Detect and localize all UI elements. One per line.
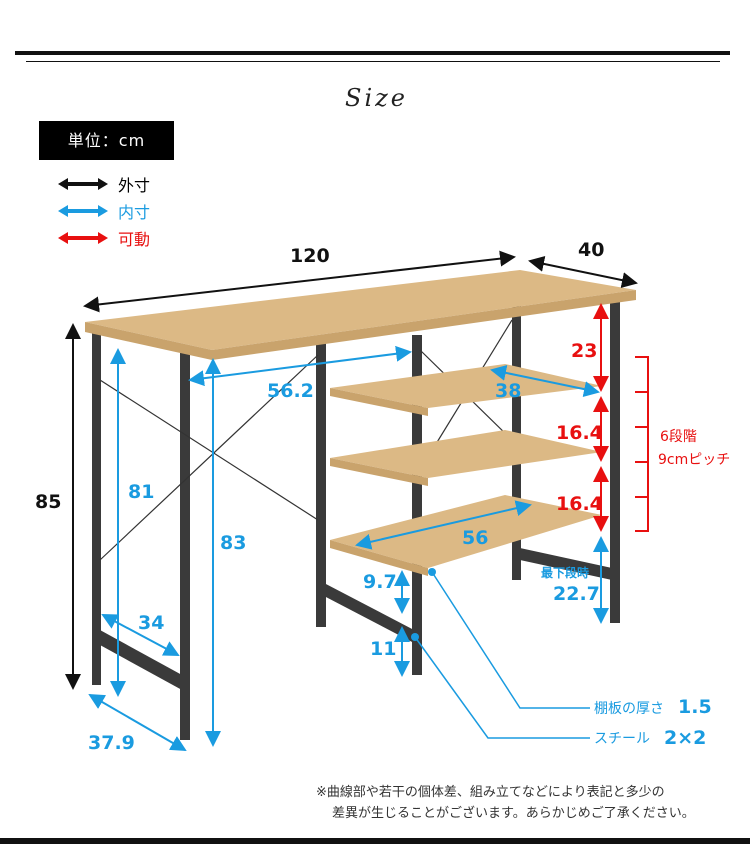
legend-label-movable: 可動 xyxy=(118,230,151,249)
dim-leg-depth-outer: 37.9 xyxy=(88,732,135,754)
unit-badge: 単位：cm xyxy=(39,121,174,160)
header-rule-thick xyxy=(15,51,730,55)
dim-shelf-width: 56 xyxy=(462,527,488,549)
callout-dot-shelf xyxy=(428,568,436,576)
header-rule-thin xyxy=(26,61,720,62)
dim-gap-11: 11 xyxy=(370,638,396,660)
dim-bottom-gap: 22.7 xyxy=(553,583,600,605)
desk-top xyxy=(85,270,636,360)
foot-bar-left xyxy=(100,630,182,690)
dim-gap-mid2: 16.4 xyxy=(556,493,603,515)
dim-bottom-label: 最下段時 xyxy=(541,565,589,580)
legend-inner: 内寸 xyxy=(58,199,150,223)
foot-bar-right xyxy=(520,548,612,580)
callout-dot-steel xyxy=(411,633,419,641)
dim-shelf-depth: 38 xyxy=(495,380,521,402)
note-line-2: 差異が生じることがございます。あらかじめご了承ください。 xyxy=(332,806,695,821)
legend-outer: 外寸 xyxy=(58,172,150,196)
dim-width: 120 xyxy=(290,245,330,267)
dim-inner-width: 56.2 xyxy=(267,380,314,402)
dim-leg-depth-inner: 34 xyxy=(138,612,164,634)
double-arrow-blue-icon xyxy=(58,205,108,217)
dim-inner-height-front: 83 xyxy=(220,532,246,554)
double-arrow-black-icon xyxy=(58,178,108,190)
leg-back-mid xyxy=(316,342,326,627)
dim-gap-mid1: 16.4 xyxy=(556,422,603,444)
leg-back-left xyxy=(92,330,101,685)
dim-depth: 40 xyxy=(578,239,604,261)
foot-bar-mid xyxy=(324,583,414,643)
dim-gap-top: 23 xyxy=(571,340,597,362)
dim-gap-97: 9.7 xyxy=(363,571,397,593)
dim-inner-height-left: 81 xyxy=(128,481,154,503)
leg-front-right xyxy=(610,298,620,623)
legend-movable: 可動 xyxy=(58,226,150,250)
callout-shelf-thickness: 1.5 xyxy=(678,696,712,718)
leg-front-left xyxy=(180,352,190,740)
movable-dimension-arrows xyxy=(593,303,649,532)
arrow-depth xyxy=(528,256,638,288)
callout-shelf-thickness-label: 棚板の厚さ xyxy=(594,701,664,717)
footer-rule xyxy=(0,838,750,844)
note-line-1: ※曲線部や若干の個体差、組み立てなどにより表記と多少の xyxy=(316,785,665,800)
disclaimer-note: ※曲線部や若干の個体差、組み立てなどにより表記と多少の 差異が生じることがござい… xyxy=(316,782,695,824)
callout-steel: 2×2 xyxy=(664,727,706,749)
callout-steel-label: スチール xyxy=(594,731,650,747)
dim-height: 85 xyxy=(35,491,61,513)
arrow-width xyxy=(83,250,516,313)
double-arrow-red-icon xyxy=(58,232,108,244)
adjust-steps: 6段階 xyxy=(660,429,697,445)
legend-label-inner: 内寸 xyxy=(118,203,151,222)
legend-label-outer: 外寸 xyxy=(118,176,151,195)
inner-dimension-arrows xyxy=(88,345,609,752)
page-title: Size xyxy=(345,84,408,112)
adjust-pitch: 9cmピッチ xyxy=(658,452,730,468)
